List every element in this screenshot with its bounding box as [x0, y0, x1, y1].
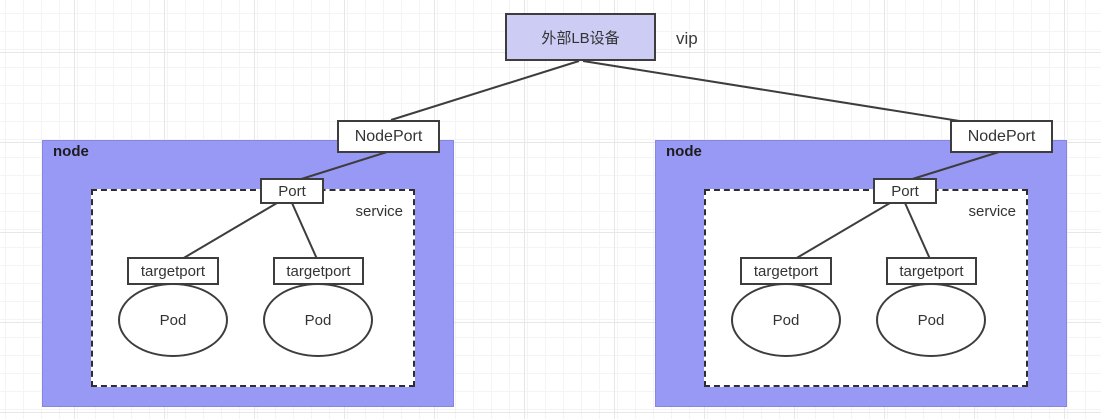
connector-left-nodeport-to-port	[294, 151, 388, 182]
connector-right-nodeport-to-port	[905, 151, 1000, 182]
external-lb-label: 外部LB设备	[541, 29, 620, 47]
port-label: Port	[891, 182, 919, 200]
vip-label: vip	[676, 29, 698, 48]
pod-label: Pod	[159, 311, 187, 329]
port-box[interactable]: Port	[873, 178, 937, 204]
connector-lb-to-left-nodeport	[390, 60, 580, 121]
pod-ellipse[interactable]: Pod	[263, 283, 373, 357]
targetport-label: targetport	[899, 262, 964, 280]
service-label: service	[355, 203, 403, 220]
node-label: node	[666, 143, 702, 160]
external-lb-box[interactable]: 外部LB设备	[505, 13, 656, 61]
port-label: Port	[278, 182, 306, 200]
connector-left-port-to-targetport-2	[291, 202, 318, 260]
service-label: service	[968, 203, 1016, 220]
node-group-left: node service NodePort Port Pod Pod targe…	[42, 0, 454, 419]
targetport-label: targetport	[286, 262, 351, 280]
nodeport-label: NodePort	[354, 127, 423, 145]
targetport-box[interactable]: targetport	[740, 257, 832, 285]
connector-right-port-to-targetport-2	[904, 202, 931, 260]
targetport-label: targetport	[753, 262, 819, 280]
targetport-box[interactable]: targetport	[273, 257, 364, 285]
connector-left-port-to-targetport-1	[181, 202, 278, 260]
targetport-box[interactable]: targetport	[127, 257, 219, 285]
pod-label: Pod	[304, 311, 332, 329]
connector-lb-to-right-nodeport	[582, 60, 998, 128]
port-box[interactable]: Port	[260, 178, 324, 204]
nodeport-label: NodePort	[967, 127, 1036, 145]
node-label: node	[53, 143, 89, 160]
connector-right-port-to-targetport-1	[794, 202, 891, 260]
targetport-box[interactable]: targetport	[886, 257, 977, 285]
pod-label: Pod	[917, 311, 945, 329]
pod-ellipse[interactable]: Pod	[876, 283, 986, 357]
pod-label: Pod	[772, 311, 800, 329]
node-group-right: node service NodePort Port Pod Pod targe…	[655, 0, 1067, 419]
nodeport-box[interactable]: NodePort	[337, 120, 440, 153]
pod-ellipse[interactable]: Pod	[731, 283, 841, 357]
targetport-label: targetport	[140, 262, 206, 280]
nodeport-box[interactable]: NodePort	[950, 120, 1053, 153]
pod-ellipse[interactable]: Pod	[118, 283, 228, 357]
